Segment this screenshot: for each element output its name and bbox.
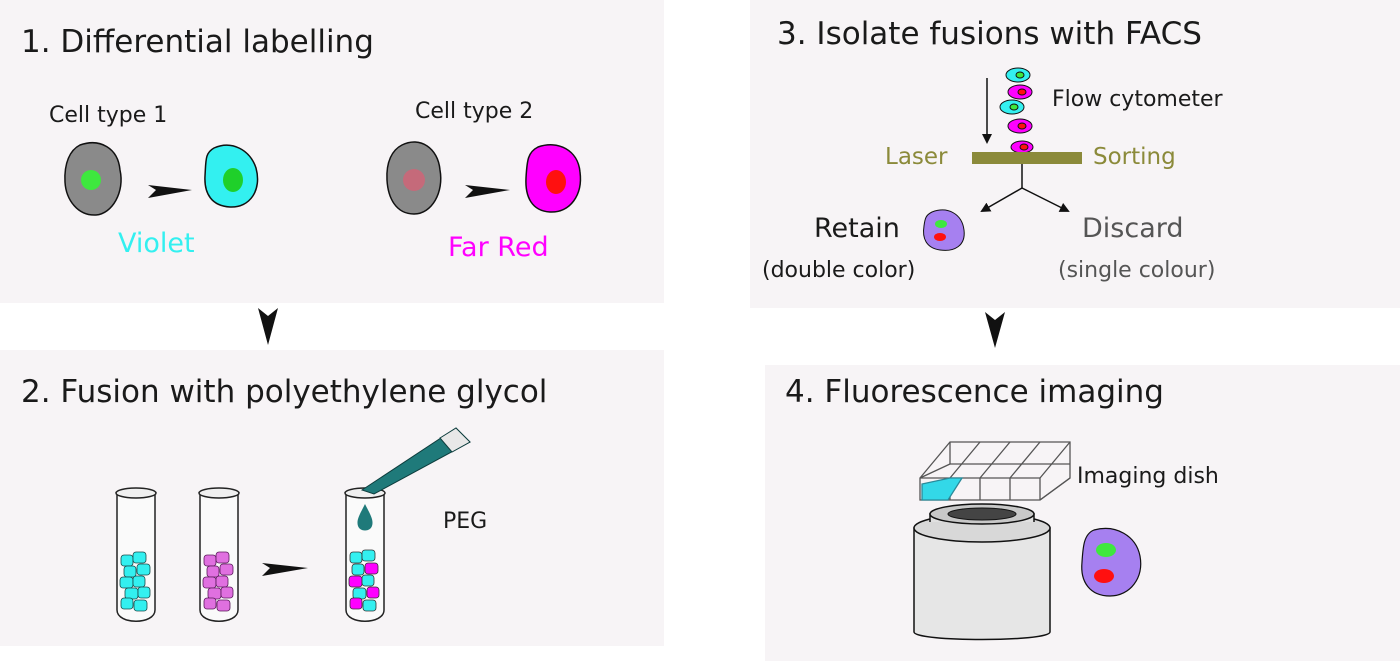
tube-far-red-cells bbox=[198, 487, 240, 622]
arrow-icon bbox=[262, 563, 308, 576]
cell-type-2-unlabelled bbox=[386, 141, 442, 215]
flow-cytometer-label: Flow cytometer bbox=[1052, 87, 1223, 112]
sorting-label: Sorting bbox=[1093, 144, 1176, 170]
down-arrow-icon bbox=[985, 312, 1005, 348]
discard-arrow bbox=[1021, 187, 1070, 212]
peg-label: PEG bbox=[443, 509, 488, 534]
fused-cell-retained bbox=[923, 209, 965, 251]
panel2-title: 2. Fusion with polyethylene glycol bbox=[21, 374, 548, 410]
tube-violet-cells bbox=[115, 487, 157, 622]
cell-type-1-label: Cell type 1 bbox=[49, 103, 168, 128]
pipette-icon bbox=[360, 427, 471, 495]
laser-sorting-bar bbox=[972, 152, 1082, 164]
panel3-title: 3. Isolate fusions with FACS bbox=[777, 16, 1202, 52]
cell-type-1-violet-labelled bbox=[204, 144, 259, 208]
arrow-icon bbox=[148, 185, 192, 198]
retain-label: Retain bbox=[814, 213, 900, 244]
down-arrow-icon bbox=[258, 308, 278, 345]
far-red-dye-label: Far Red bbox=[448, 232, 549, 263]
retain-arrow bbox=[980, 187, 1023, 212]
cell-type-2-label: Cell type 2 bbox=[415, 99, 534, 124]
discard-note: (single colour) bbox=[1058, 258, 1216, 283]
cells-in-stream bbox=[999, 67, 1034, 154]
cell-type-2-far-red-labelled bbox=[525, 144, 582, 213]
retain-note: (double color) bbox=[762, 258, 916, 283]
microscope-objective-icon bbox=[913, 503, 1051, 641]
imaging-dish-icon bbox=[919, 441, 1071, 501]
fused-cell-imaged bbox=[1081, 527, 1142, 597]
panel-peg-fusion bbox=[0, 350, 664, 646]
discard-label: Discard bbox=[1082, 213, 1184, 244]
panel1-title: 1. Differential labelling bbox=[21, 24, 374, 60]
panel-fluorescence-imaging bbox=[765, 365, 1400, 661]
violet-dye-label: Violet bbox=[118, 228, 195, 259]
laser-label: Laser bbox=[885, 144, 948, 170]
imaging-dish-label: Imaging dish bbox=[1077, 464, 1219, 489]
panel4-title: 4. Fluorescence imaging bbox=[785, 374, 1164, 410]
arrow-icon bbox=[465, 185, 510, 198]
cell-type-1-unlabelled bbox=[64, 142, 122, 216]
tube-mixed-cells-with-peg bbox=[344, 487, 386, 622]
